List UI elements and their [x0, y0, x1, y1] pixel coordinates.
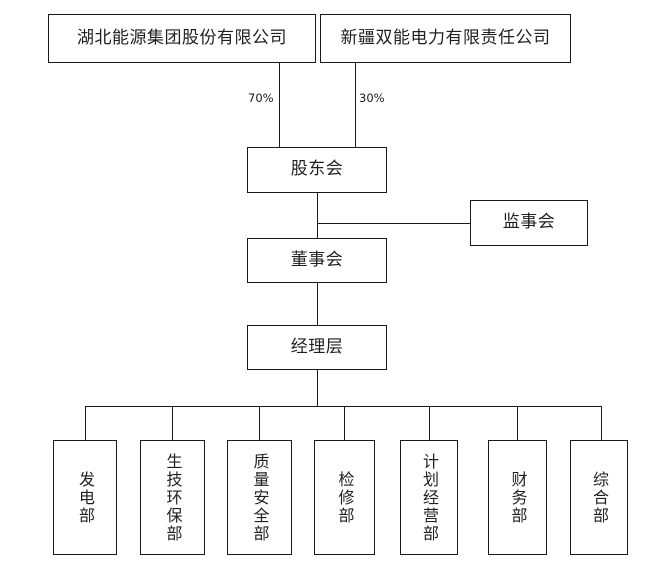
connector-bus-to-dept-5	[429, 406, 430, 440]
connector-management-to-bus	[317, 370, 318, 406]
management-label: 经理层	[290, 336, 344, 357]
connector-bus-to-dept-1	[85, 406, 86, 440]
connector-board-to-management	[317, 283, 318, 325]
connector-shareholders-to-board	[317, 193, 318, 238]
ownership-label-hubei: 70%	[248, 91, 274, 105]
department-box-production-env: 生技环保部	[140, 440, 205, 555]
department-label-maintenance: 检修部	[335, 470, 355, 525]
connector-hubei-to-shareholders-meeting	[279, 63, 280, 147]
department-box-finance: 财务部	[488, 440, 547, 555]
connector-bus-to-dept-4	[344, 406, 345, 440]
shareholder-label-xinjiang: 新疆双能电力有限责任公司	[340, 27, 551, 48]
department-label-quality-safety: 质量安全部	[250, 452, 270, 543]
connector-bus-to-dept-7	[601, 406, 602, 440]
board-of-supervisors-label: 监事会	[502, 212, 556, 233]
board-of-supervisors-box: 监事会	[470, 200, 588, 246]
department-label-power-generation: 发电部	[76, 470, 95, 525]
connector-bus-to-dept-3	[259, 406, 260, 440]
ownership-label-xinjiang: 30%	[359, 91, 385, 105]
department-box-power-generation: 发电部	[53, 440, 117, 555]
board-of-directors-box: 董事会	[247, 238, 387, 283]
department-label-general-affairs: 综合部	[590, 470, 609, 525]
department-box-quality-safety: 质量安全部	[227, 440, 292, 555]
connector-bus-to-dept-6	[517, 406, 518, 440]
connector-bus-to-dept-2	[172, 406, 173, 440]
shareholders-meeting-box: 股东会	[247, 147, 387, 193]
department-box-maintenance: 检修部	[314, 440, 375, 555]
management-box: 经理层	[247, 325, 387, 370]
board-of-directors-label: 董事会	[290, 249, 344, 270]
shareholder-box-hubei: 湖北能源集团股份有限公司	[48, 14, 316, 63]
department-box-planning-operations: 计划经营部	[400, 440, 458, 555]
department-label-production-env: 生技环保部	[163, 452, 183, 543]
department-label-finance: 财务部	[508, 470, 528, 525]
department-bus-line	[85, 406, 602, 407]
shareholder-box-xinjiang: 新疆双能电力有限责任公司	[320, 14, 571, 63]
shareholders-meeting-label: 股东会	[290, 159, 344, 180]
department-box-general-affairs: 综合部	[570, 440, 628, 555]
connector-xinjiang-vertical	[355, 63, 356, 147]
department-label-planning-operations: 计划经营部	[420, 452, 439, 543]
connector-board-to-supervisors	[317, 223, 470, 224]
shareholder-label-hubei: 湖北能源集团股份有限公司	[77, 27, 287, 48]
